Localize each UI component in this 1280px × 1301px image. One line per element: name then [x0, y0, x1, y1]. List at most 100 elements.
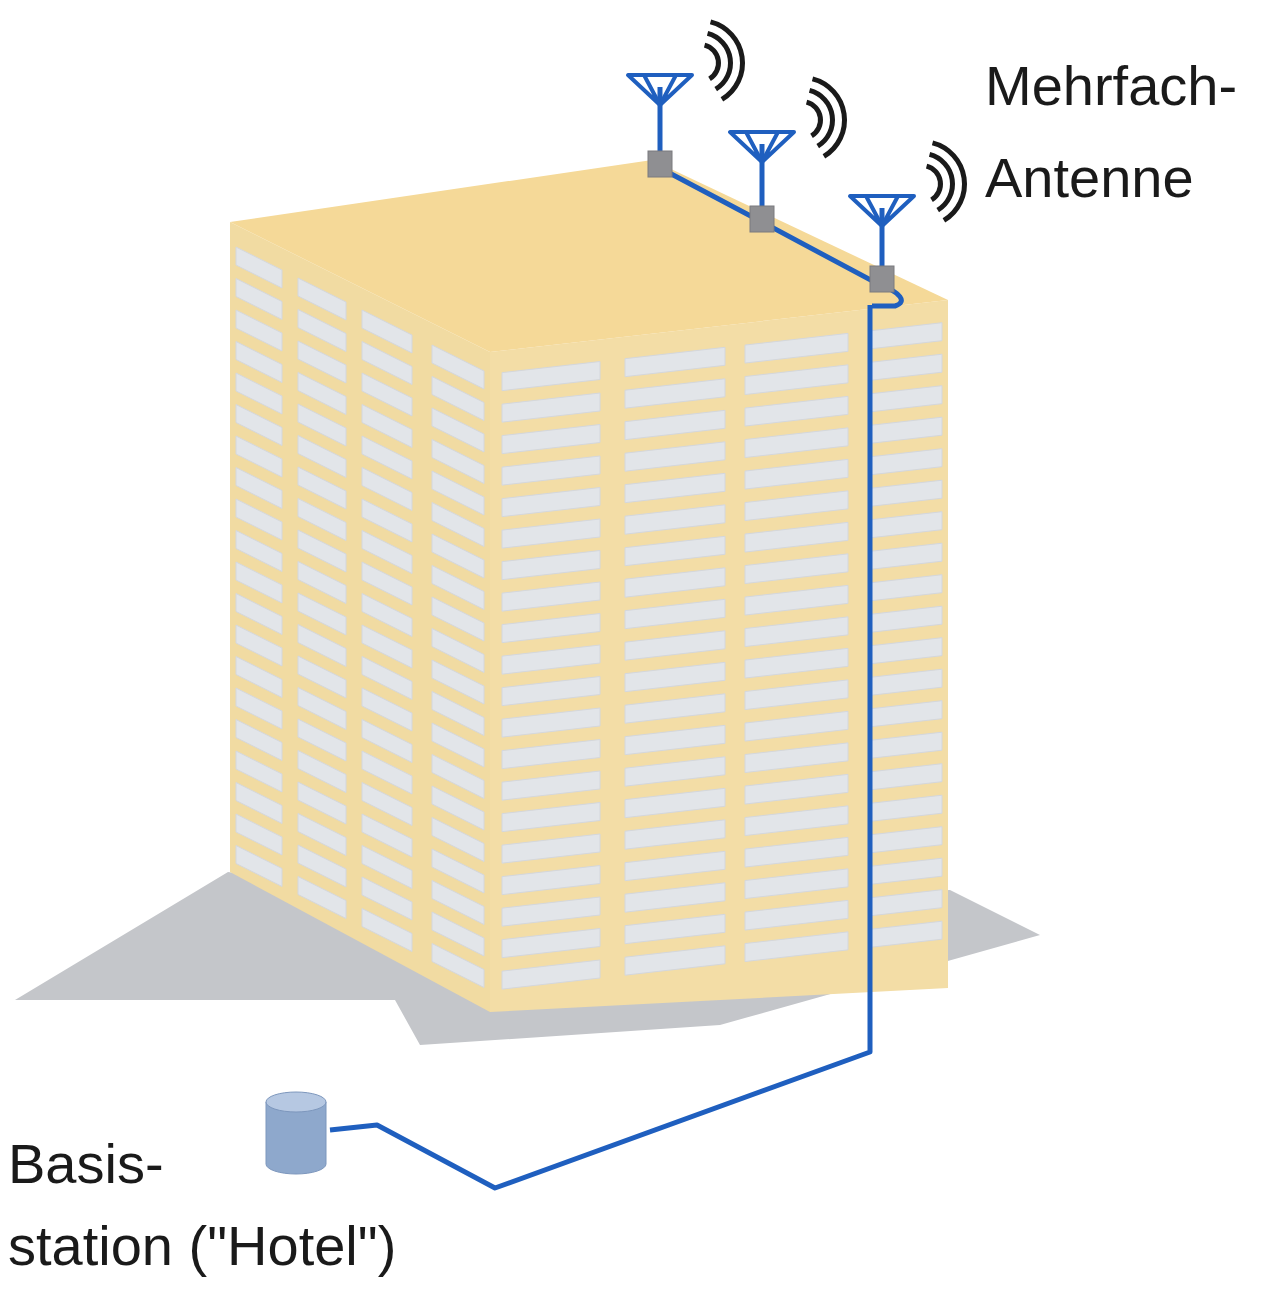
window: [625, 788, 725, 817]
window: [502, 929, 600, 958]
radio-wave: [932, 140, 967, 222]
radio-wave: [809, 88, 835, 148]
window: [625, 442, 725, 471]
antenna-head: [850, 196, 914, 226]
window: [625, 347, 725, 376]
window: [625, 631, 725, 660]
radio-wave: [704, 43, 721, 81]
window: [625, 473, 725, 502]
radio-wave: [707, 31, 733, 91]
window: [502, 488, 600, 517]
radio-wave: [926, 164, 943, 202]
window: [870, 606, 942, 632]
window: [870, 575, 942, 601]
window: [502, 551, 600, 580]
window: [870, 764, 942, 790]
building-right-face: [490, 300, 948, 1012]
window: [745, 522, 848, 552]
window: [502, 771, 600, 800]
window: [870, 701, 942, 727]
window: [625, 946, 725, 975]
window: [870, 858, 942, 884]
window: [745, 459, 848, 489]
window: [502, 645, 600, 674]
feeder-cable: [330, 305, 870, 1188]
window: [502, 582, 600, 611]
window: [298, 877, 346, 919]
window: [502, 614, 600, 643]
window: [625, 536, 725, 565]
window: [362, 909, 412, 952]
window: [745, 428, 848, 458]
multi-antenna: Mehrfach- Antenne: [615, 15, 970, 305]
window: [502, 897, 600, 926]
window: [625, 757, 725, 786]
window: [625, 851, 725, 880]
window: [625, 662, 725, 691]
window: [502, 866, 600, 895]
radio-wave: [710, 19, 745, 101]
window: [745, 365, 848, 395]
window: [745, 900, 848, 930]
window: [502, 708, 600, 737]
window: [745, 680, 848, 710]
window: [502, 362, 600, 391]
radio-wave: [812, 76, 847, 158]
building-roof: [230, 160, 948, 352]
radio-wave: [929, 152, 955, 212]
window: [870, 354, 942, 380]
window: [870, 512, 942, 538]
window: [502, 393, 600, 422]
window: [745, 491, 848, 521]
window: [870, 732, 942, 758]
window: [745, 774, 848, 804]
window: [625, 883, 725, 912]
antenna-head: [730, 132, 794, 162]
window: [745, 743, 848, 773]
window: [745, 837, 848, 867]
node-label: Mehrfach- Antenne: [985, 40, 1260, 224]
window: [745, 333, 848, 363]
window: [870, 323, 942, 349]
window: [502, 960, 600, 989]
window: [502, 803, 600, 832]
window: [870, 669, 942, 695]
window: [502, 425, 600, 454]
window: [502, 456, 600, 485]
window-rows: [236, 247, 942, 989]
building-left-face: [230, 222, 490, 1012]
window: [745, 806, 848, 836]
window: [745, 585, 848, 615]
window: [870, 543, 942, 569]
window: [502, 519, 600, 548]
window: [502, 834, 600, 863]
window: [502, 677, 600, 706]
antenna-symbols: [615, 15, 970, 305]
window: [236, 846, 282, 887]
window: [870, 386, 942, 412]
window: [625, 599, 725, 628]
antenna-box: [870, 266, 894, 292]
base-station: Basis- station ("Hotel"): [262, 1088, 330, 1178]
window: [625, 505, 725, 534]
window: [745, 617, 848, 647]
window: [745, 554, 848, 584]
window: [745, 869, 848, 899]
window: [625, 820, 725, 849]
node-label: Basis- station ("Hotel"): [8, 1123, 458, 1287]
window: [625, 410, 725, 439]
window: [745, 648, 848, 678]
roof-cable: [660, 168, 901, 306]
window: [625, 725, 725, 754]
window: [870, 480, 942, 506]
radio-wave: [806, 100, 823, 138]
window: [432, 944, 484, 988]
cylinder-top: [266, 1092, 326, 1112]
window: [625, 914, 725, 943]
window: [625, 694, 725, 723]
window: [625, 379, 725, 408]
window: [870, 638, 942, 664]
antenna-head: [628, 75, 692, 105]
window: [745, 711, 848, 741]
window: [870, 417, 942, 443]
